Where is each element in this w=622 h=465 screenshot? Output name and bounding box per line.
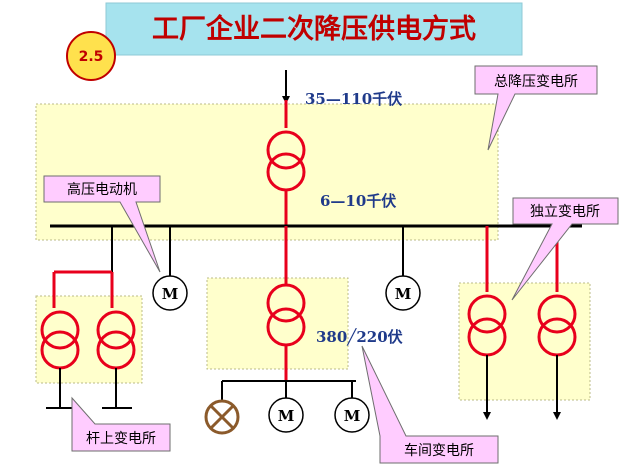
title-banner: 工厂企业二次降压供电方式	[105, 2, 523, 56]
motor-icon: M	[385, 275, 421, 311]
motor-symbol: M	[395, 285, 412, 303]
pole-substation-box	[35, 295, 143, 384]
motor-icon: M	[152, 275, 188, 311]
lamp-icon	[204, 399, 240, 435]
motor-symbol: M	[344, 407, 361, 425]
input-voltage-label: 35—110千伏	[305, 90, 402, 108]
section-number: 2.5	[79, 49, 104, 65]
callout-label: 总降压变电所	[494, 74, 578, 90]
callout-label: 独立变电所	[530, 204, 600, 220]
callout-hv-motor: 高压电动机	[43, 175, 161, 273]
motor-icon: M	[268, 397, 304, 433]
callout-label: 车间变电所	[404, 442, 474, 459]
page-title: 工厂企业二次降压供电方式	[152, 13, 476, 45]
callout-pole-substation: 杆上变电所	[71, 396, 171, 452]
callout-independent-substation: 独立变电所	[511, 197, 619, 301]
callout-label: 杆上变电所	[86, 431, 156, 447]
low-voltage-label: 380╱220伏	[316, 328, 403, 346]
workshop-substation-box	[206, 277, 349, 370]
callout-label: 高压电动机	[67, 181, 137, 198]
motor-symbol: M	[278, 407, 295, 425]
callout-main-substation: 总降压变电所	[474, 65, 598, 151]
callout-workshop-substation: 车间变电所	[361, 345, 499, 464]
independent-substation-box	[458, 282, 591, 401]
bus-voltage-label: 6—10千伏	[320, 192, 396, 210]
motor-symbol: M	[162, 285, 179, 303]
section-badge: 2.5	[66, 31, 116, 81]
motor-icon: M	[334, 397, 370, 433]
